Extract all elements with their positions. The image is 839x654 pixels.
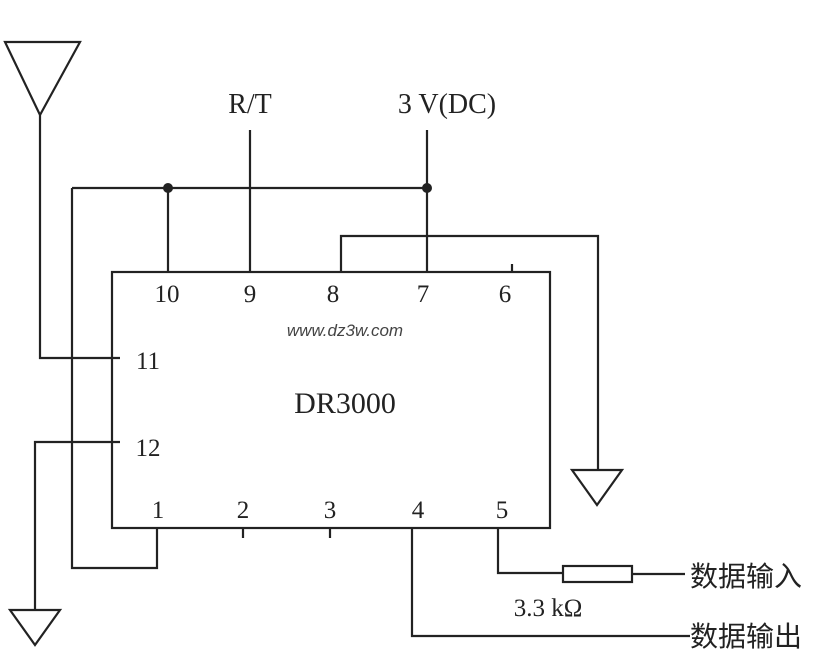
wires [33, 130, 690, 638]
rt-label: R/T [228, 89, 272, 120]
junction-dot [422, 183, 432, 193]
ground-symbol [7, 608, 63, 647]
pin-12-label: 12 [136, 435, 161, 462]
antenna-symbol [3, 40, 120, 360]
pin-8-label: 8 [327, 281, 340, 308]
pin-1-label: 1 [152, 497, 165, 524]
pin-4-label: 4 [412, 497, 425, 524]
pin-11-label: 11 [136, 348, 160, 375]
ground-symbol [569, 468, 625, 507]
junction-dot [163, 183, 173, 193]
resistor-value: 3.3 kΩ [514, 595, 583, 622]
watermark: www.dz3w.com [287, 321, 403, 340]
data-output-label: 数据输出 [690, 621, 802, 653]
chip-name: DR3000 [294, 387, 396, 420]
pin-5-label: 5 [496, 497, 509, 524]
pin-2-label: 2 [237, 497, 250, 524]
pin-9-label: 9 [244, 281, 257, 308]
pin-3-label: 3 [324, 497, 337, 524]
data-input-label: 数据输入 [690, 561, 802, 593]
vcc-label: 3 V(DC) [398, 89, 496, 120]
pin-6-label: 6 [499, 281, 512, 308]
pin-10-label: 10 [155, 281, 180, 308]
pin-7-label: 7 [417, 281, 430, 308]
resistor [561, 564, 634, 584]
